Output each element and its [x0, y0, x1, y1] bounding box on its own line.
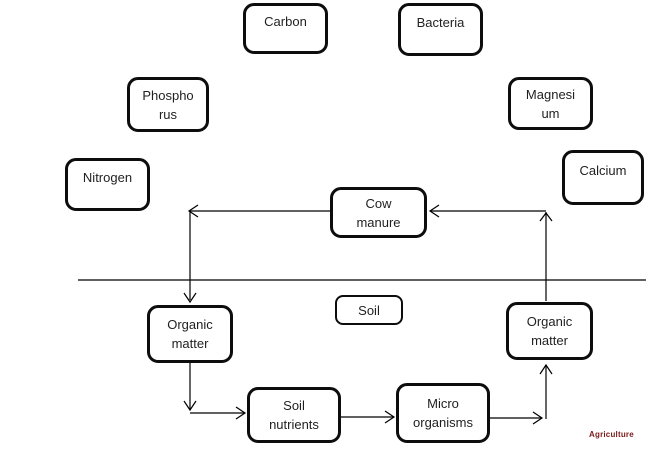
arrow-micro-organisms-right: [490, 411, 544, 425]
arrow-cow-manure-to-left-elbow: [187, 204, 331, 218]
arrow-to-soil-nutrients: [190, 406, 247, 420]
node-magnesium: Magnesi um: [508, 77, 593, 130]
node-nitrogen: Nitrogen: [65, 158, 150, 211]
arrow-up-to-organic-matter-right: [539, 363, 553, 419]
arrow-soil-nutrients-to-micro-organisms: [341, 410, 396, 424]
node-micro-organisms: Micro organisms: [396, 383, 490, 443]
node-organic-matter-right: Organic matter: [506, 302, 593, 360]
node-bacteria: Bacteria: [398, 3, 483, 56]
node-carbon: Carbon: [243, 3, 328, 54]
node-soil: Soil: [335, 295, 403, 325]
node-phosphorus: Phospho rus: [127, 77, 209, 132]
node-organic-matter-left: Organic matter: [147, 305, 233, 363]
agriculture-watermark: Agriculture: [589, 430, 634, 439]
node-soil-nutrients: Soil nutrients: [247, 387, 341, 443]
arrow-right-elbow-to-cow-manure: [428, 204, 546, 218]
arrow-organic-matter-left-down: [183, 363, 197, 412]
node-cow-manure: Cow manure: [330, 187, 427, 238]
arrow-down-to-organic-matter-left: [183, 211, 197, 304]
node-calcium: Calcium: [562, 150, 644, 205]
arrow-organic-matter-right-up: [539, 212, 553, 301]
